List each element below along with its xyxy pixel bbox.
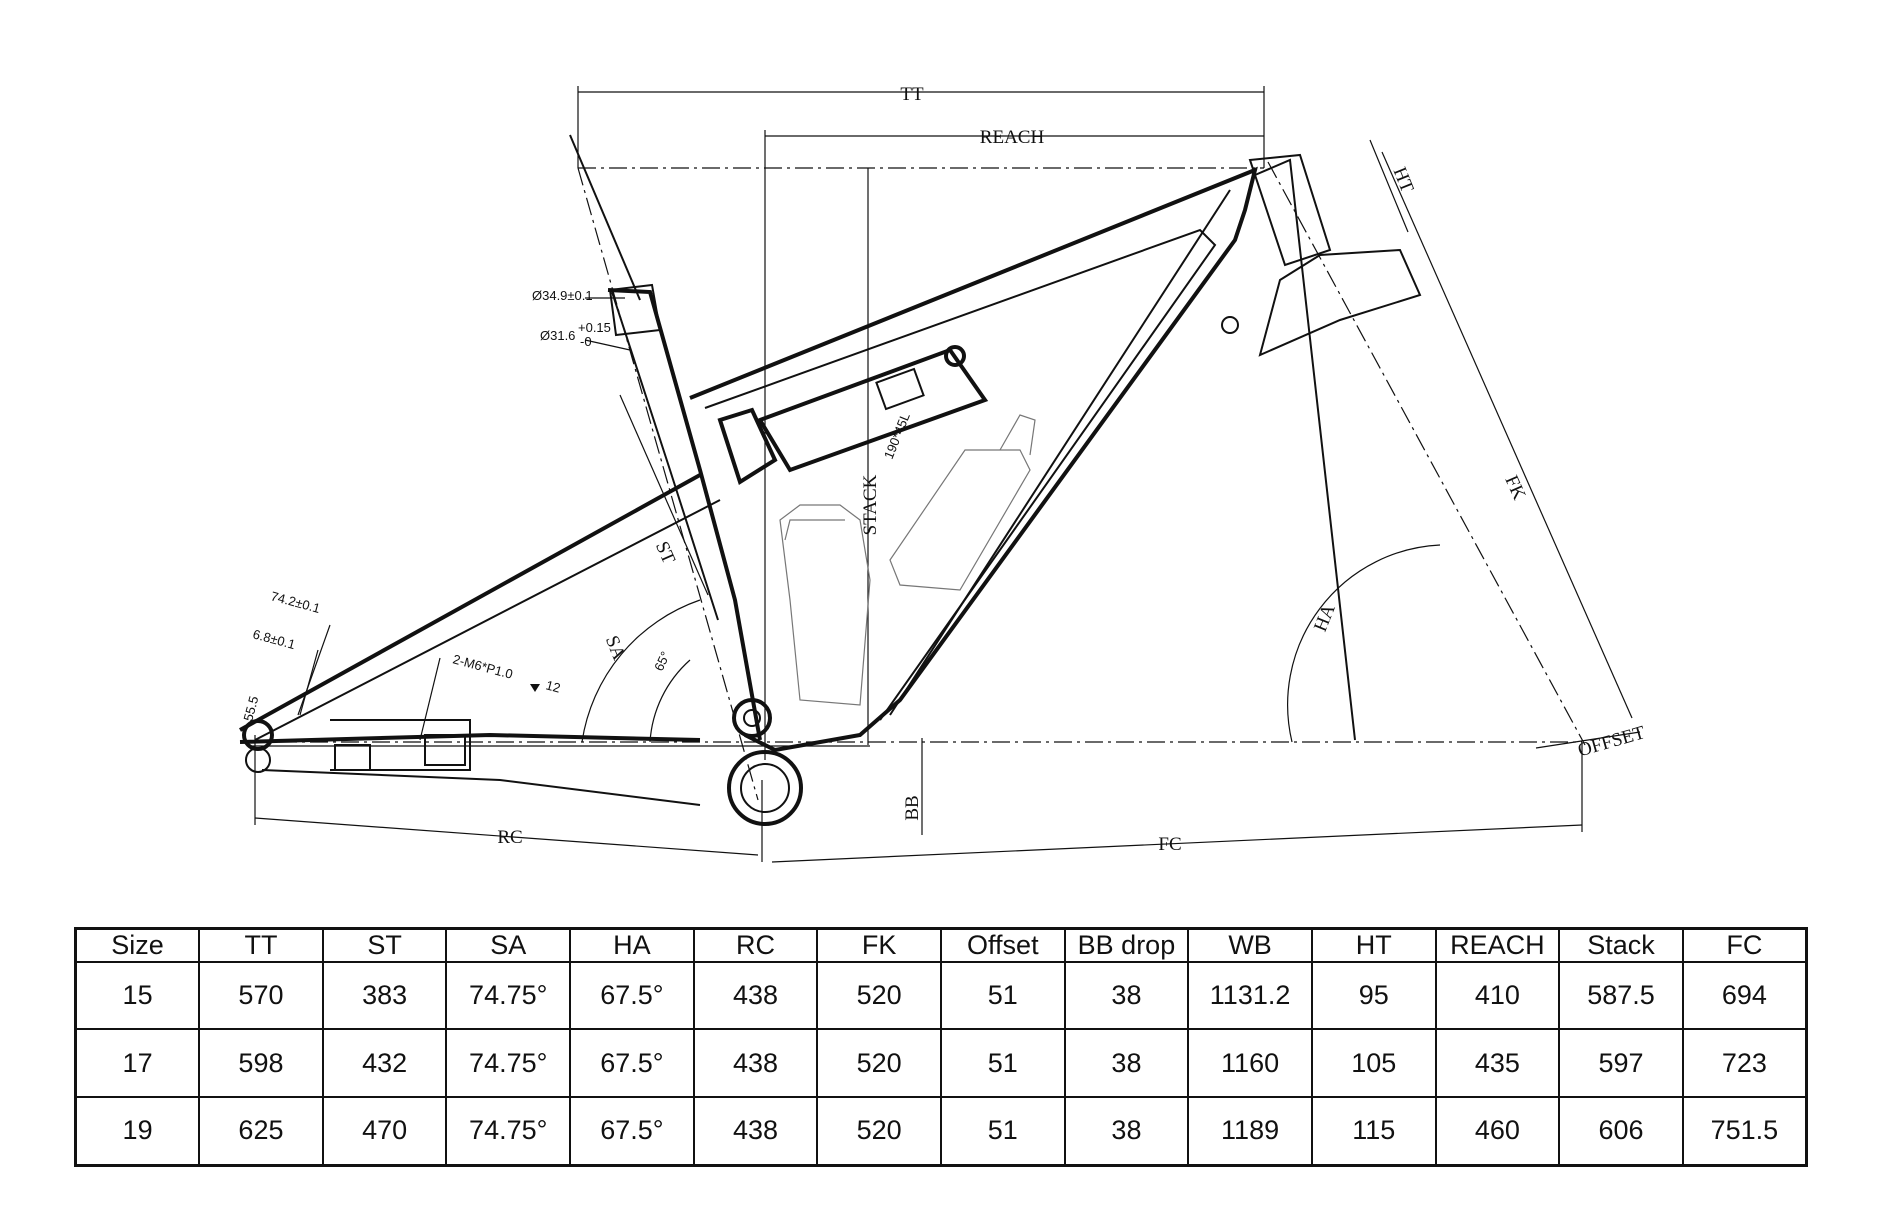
table-cell: 570 bbox=[198, 960, 324, 1031]
header-rc: RC bbox=[692, 927, 819, 963]
table-cell: 520 bbox=[816, 960, 942, 1031]
seatpost-tol-plus: +0.15 bbox=[578, 320, 611, 335]
seatpost-inner-diameter: Ø31.6 bbox=[540, 328, 575, 343]
table-cell: 19 bbox=[74, 1095, 201, 1167]
header-ha: HA bbox=[569, 927, 695, 963]
table-cell: 1131.2 bbox=[1187, 960, 1313, 1031]
label-ha: HA bbox=[1310, 601, 1340, 635]
table-cell: 383 bbox=[321, 960, 448, 1031]
table-cell: 432 bbox=[321, 1028, 448, 1098]
thread-spec: 2-M6*P1.0 bbox=[451, 651, 514, 681]
table-cell: 105 bbox=[1310, 1028, 1437, 1098]
table-cell: 15 bbox=[74, 960, 201, 1031]
table-cell: 38 bbox=[1063, 1028, 1190, 1098]
header-offset: Offset bbox=[939, 927, 1066, 963]
table-cell: 597 bbox=[1558, 1028, 1684, 1098]
table-cell: 625 bbox=[198, 1095, 324, 1167]
label-rc: RC bbox=[497, 827, 522, 848]
table-cell: 438 bbox=[692, 1028, 819, 1098]
table-cell: 410 bbox=[1434, 960, 1561, 1031]
table-cell: 435 bbox=[1434, 1028, 1561, 1098]
label-st: ST bbox=[651, 538, 679, 567]
label-stack: STACK bbox=[860, 474, 881, 535]
table-cell: 51 bbox=[939, 1095, 1066, 1167]
table-cell: 470 bbox=[321, 1095, 448, 1167]
depth-symbol-icon bbox=[530, 684, 540, 692]
label-fc: FC bbox=[1158, 834, 1181, 855]
frame-outline bbox=[239, 134, 1422, 826]
table-cell: 1160 bbox=[1187, 1028, 1313, 1098]
table-cell: 67.5° bbox=[569, 1095, 695, 1167]
seatpost-outer-diameter: Ø34.9±0.1 bbox=[532, 288, 593, 303]
label-ht: HT bbox=[1389, 164, 1418, 196]
table-header-row: Size TT ST SA HA RC FK Offset BB drop WB… bbox=[74, 927, 1808, 963]
table-cell: 74.75° bbox=[445, 960, 572, 1031]
header-fc: FC bbox=[1681, 927, 1808, 963]
table-cell: 751.5 bbox=[1681, 1095, 1808, 1167]
table-cell: 1189 bbox=[1187, 1095, 1313, 1167]
table-cell: 38 bbox=[1063, 960, 1190, 1031]
header-sa: SA bbox=[445, 927, 572, 963]
label-sa: SA bbox=[601, 633, 630, 664]
header-st: ST bbox=[321, 927, 448, 963]
angle-65: 65° bbox=[651, 649, 673, 673]
table-cell: 460 bbox=[1434, 1095, 1561, 1167]
table-cell: 74.75° bbox=[445, 1028, 572, 1098]
thread-depth: 12 bbox=[544, 677, 562, 695]
label-bb: BB bbox=[902, 795, 923, 820]
dimension-lines bbox=[248, 86, 1641, 863]
table-cell: 587.5 bbox=[1558, 960, 1684, 1031]
header-wb: WB bbox=[1187, 927, 1313, 963]
table-cell: 438 bbox=[692, 1095, 819, 1167]
frame-geometry-drawing: TT REACH HT FK STACK ST SA HA RC FC BB O… bbox=[239, 84, 1648, 863]
table-cell: 17 bbox=[74, 1028, 201, 1098]
table-cell: 51 bbox=[939, 960, 1066, 1031]
dropout-dim-c: 55.5 bbox=[240, 694, 261, 722]
header-fk: FK bbox=[816, 927, 942, 963]
header-reach: REACH bbox=[1434, 927, 1561, 963]
header-ht: HT bbox=[1310, 927, 1437, 963]
table-cell: 67.5° bbox=[569, 1028, 695, 1098]
table-row: 17 598 432 74.75° 67.5° 438 520 51 38 11… bbox=[74, 1028, 1808, 1098]
table-cell: 520 bbox=[816, 1028, 942, 1098]
header-bb-drop: BB drop bbox=[1063, 927, 1190, 963]
table-cell: 95 bbox=[1310, 960, 1437, 1031]
table-cell: 723 bbox=[1681, 1028, 1808, 1098]
table-cell: 74.75° bbox=[445, 1095, 572, 1167]
table-cell: 598 bbox=[198, 1028, 324, 1098]
table-cell: 115 bbox=[1310, 1095, 1437, 1167]
table-cell: 38 bbox=[1063, 1095, 1190, 1167]
table-cell: 438 bbox=[692, 960, 819, 1031]
header-stack: Stack bbox=[1558, 927, 1684, 963]
label-reach: REACH bbox=[980, 127, 1045, 148]
table-row: 19 625 470 74.75° 67.5° 438 520 51 38 11… bbox=[74, 1095, 1808, 1167]
table-cell: 67.5° bbox=[569, 960, 695, 1031]
header-size: Size bbox=[74, 927, 201, 963]
table-row: 15 570 383 74.75° 67.5° 438 520 51 38 11… bbox=[74, 960, 1808, 1031]
table-cell: 694 bbox=[1681, 960, 1808, 1031]
water-bottles bbox=[779, 414, 1036, 706]
label-offset: OFFSET bbox=[1576, 722, 1648, 761]
table-cell: 606 bbox=[1558, 1095, 1684, 1167]
dropout-dim-b: 6.8±0.1 bbox=[251, 626, 297, 652]
table-cell: 520 bbox=[816, 1095, 942, 1167]
header-tt: TT bbox=[198, 927, 324, 963]
label-tt: TT bbox=[900, 84, 924, 105]
dropout-dim-a: 74.2±0.1 bbox=[269, 588, 322, 616]
seatpost-tol-minus: -0 bbox=[580, 334, 592, 349]
table-cell: 51 bbox=[939, 1028, 1066, 1098]
geometry-spec-table: Size TT ST SA HA RC FK Offset BB drop WB… bbox=[74, 927, 1808, 1167]
